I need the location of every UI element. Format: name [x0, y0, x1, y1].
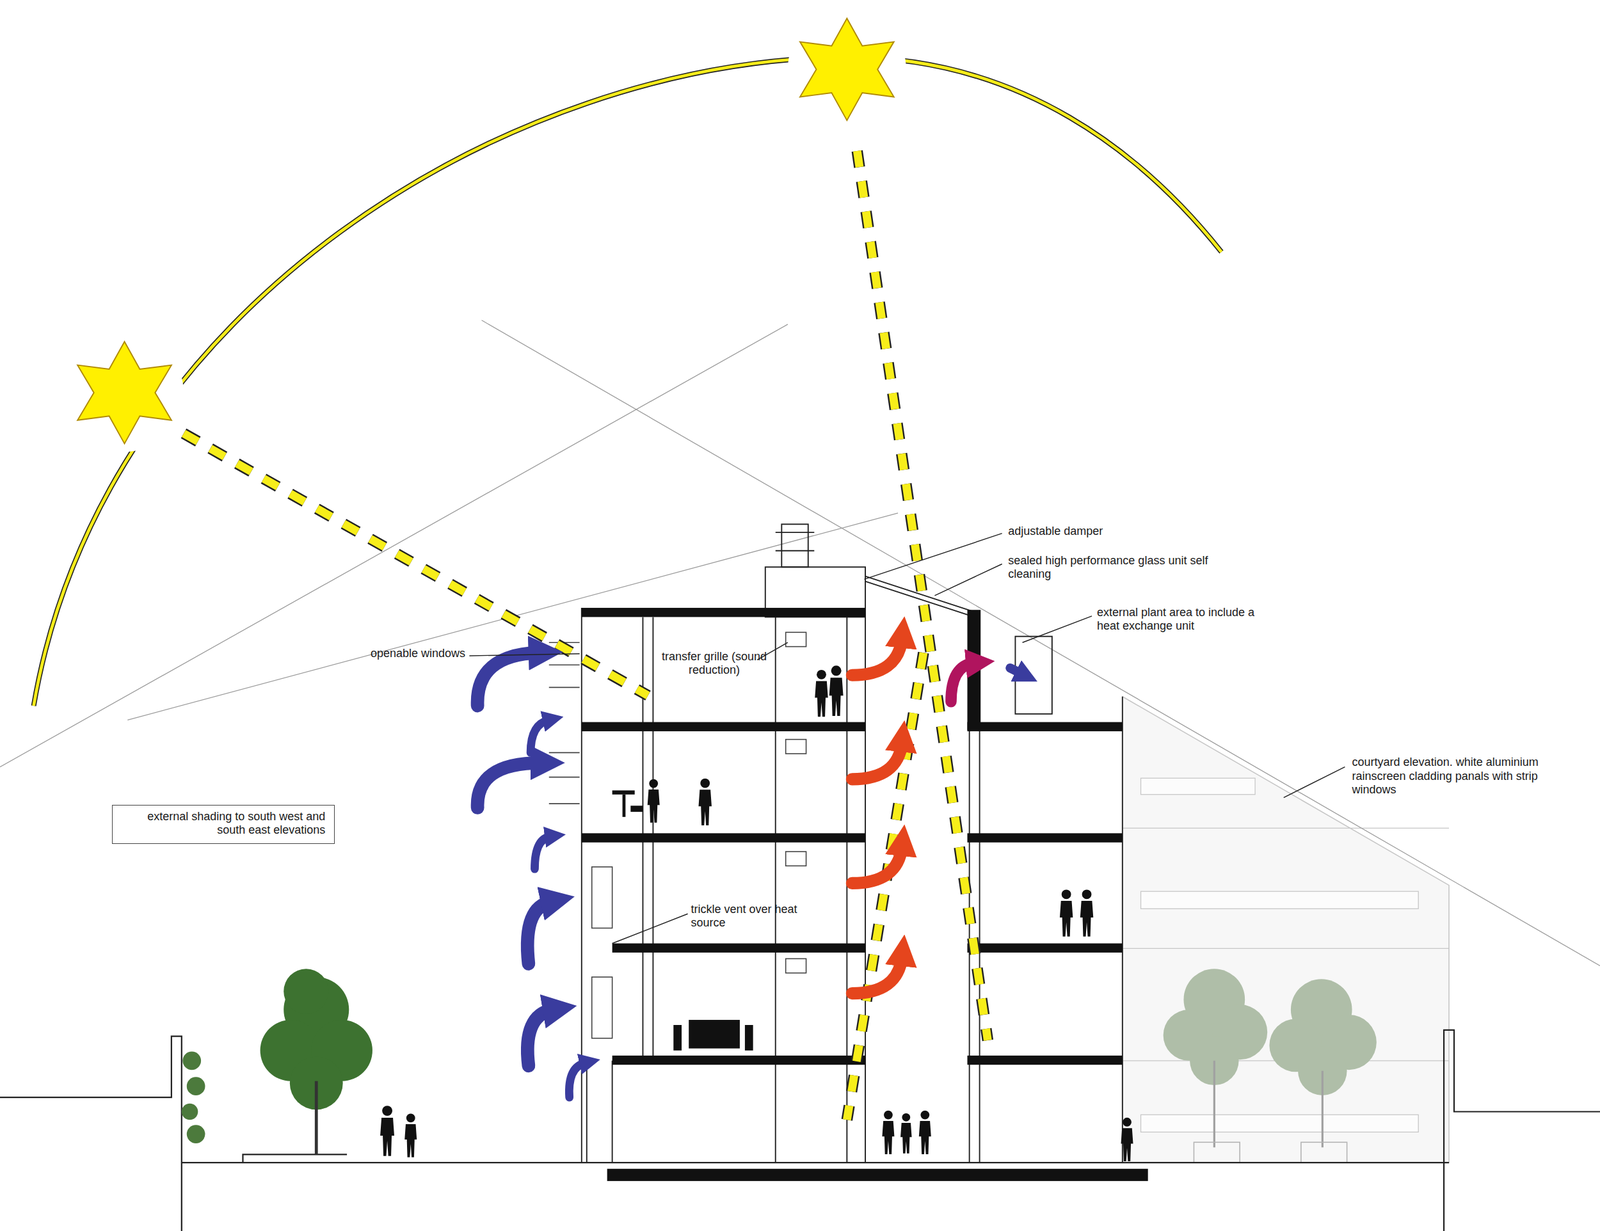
- annotation-label: courtyard elevation. white aluminium rai…: [1352, 755, 1570, 797]
- annotation-label: transfer grille (sound reduction): [653, 650, 776, 678]
- note-box: external shading to south west and south…: [112, 805, 335, 845]
- annotation-label: external plant area to include a heat ex…: [1096, 606, 1278, 633]
- note-text: external shading to south west and south…: [120, 810, 326, 838]
- annotation-label: sealed high performance glass unit self …: [1008, 554, 1220, 582]
- annotation-label: trickle vent over heat source: [690, 903, 801, 930]
- annotation-label: openable windows: [337, 647, 466, 661]
- annotation-label: adjustable damper: [1008, 524, 1175, 539]
